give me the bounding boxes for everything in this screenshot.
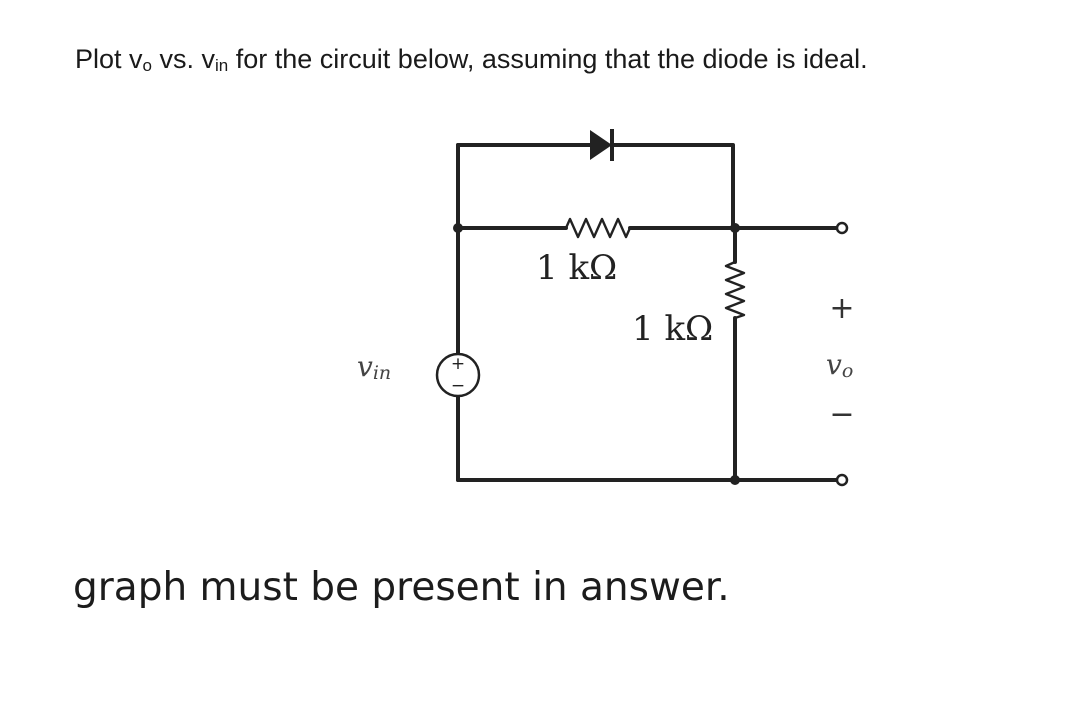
series-resistor [564, 217, 632, 239]
question-vin-subscript: in [215, 56, 229, 75]
junction-dot [453, 223, 463, 233]
diode [590, 129, 614, 161]
junction-dot [730, 223, 740, 233]
junction-dot [730, 475, 740, 485]
question-prefix: Plot v [75, 44, 143, 74]
voltage-source: + − [435, 352, 481, 398]
question-suffix: for the circuit below, assuming that the… [228, 44, 868, 74]
output-plus-sign: + [829, 291, 854, 326]
source-minus-sign: − [451, 376, 465, 396]
source-label: vin [357, 350, 391, 384]
series-resistor-label: 1 kΩ [536, 248, 617, 288]
question-text: Plot vo vs. vin for the circuit below, a… [75, 44, 868, 76]
output-label: vo [826, 348, 853, 382]
question-vo-subscript: o [142, 56, 152, 75]
output-terminal-top [835, 221, 849, 235]
output-minus-sign: − [829, 397, 854, 432]
wire-diode-branch [456, 143, 735, 230]
instruction-note: graph must be present in answer. [73, 565, 730, 610]
question-middle: vs. v [152, 44, 216, 74]
output-terminal-bottom [835, 473, 849, 487]
source-plus-sign: + [451, 354, 465, 374]
shunt-resistor [724, 260, 746, 320]
shunt-resistor-label: 1 kΩ [632, 309, 713, 349]
